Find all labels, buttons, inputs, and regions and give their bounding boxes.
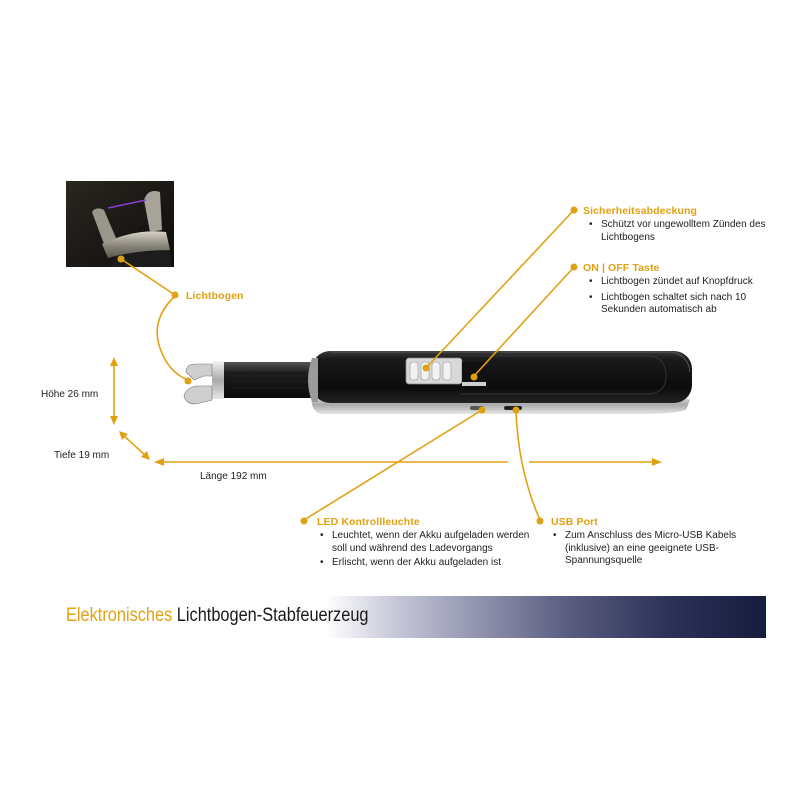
- on-off-bullet: Lichtbogen schaltet sich nach 10 Sekunde…: [587, 292, 777, 317]
- safety-cover-bullets: Schützt vor ungewolltem Zünden des Licht…: [587, 219, 777, 244]
- height-label: Höhe 26 mm: [41, 389, 99, 400]
- usb-heading: USB Port: [551, 516, 598, 528]
- usb-bullet: Zum Anschluss des Micro-USB Kabels (inkl…: [551, 530, 761, 568]
- length-label: Länge 192 mm: [200, 471, 267, 482]
- leader-lines: [120, 209, 575, 521]
- banner-title-main: Lichtbogen-Stabfeuerzeug: [176, 605, 369, 626]
- led-bullet: Leuchtet, wenn der Akku aufgeladen werde…: [318, 530, 538, 555]
- on-off-bullets: Lichtbogen zündet auf Knopfdruck Lichtbo…: [587, 276, 777, 317]
- banner-title-accent: Elektronisches: [66, 605, 173, 626]
- safety-cover-heading: Sicherheitsabdeckung: [583, 205, 698, 217]
- arc-heading: Lichtbogen: [186, 290, 244, 302]
- led-bullets: Leuchtet, wenn der Akku aufgeladen werde…: [318, 530, 538, 570]
- on-off-bullet: Lichtbogen zündet auf Knopfdruck: [587, 276, 777, 289]
- led-bullet: Erlischt, wenn der Akku aufgeladen ist: [318, 557, 538, 570]
- lighter-product-photo: [183, 351, 692, 414]
- safety-cover-bullet: Schützt vor ungewolltem Zünden des Licht…: [587, 219, 777, 244]
- dimension-arrows: [110, 357, 662, 466]
- usb-bullets: Zum Anschluss des Micro-USB Kabels (inkl…: [551, 530, 761, 568]
- led-heading: LED Kontrollleuchte: [317, 516, 420, 528]
- title-banner: Elektronisches Lichtbogen-Stabfeuerzeug: [56, 596, 766, 638]
- arc-closeup-photo: [66, 181, 174, 267]
- depth-label: Tiefe 19 mm: [54, 450, 110, 461]
- banner-title: Elektronisches Lichtbogen-Stabfeuerzeug: [66, 605, 368, 627]
- on-off-heading: ON | OFF Taste: [583, 262, 660, 274]
- leader-dots: [117, 206, 578, 525]
